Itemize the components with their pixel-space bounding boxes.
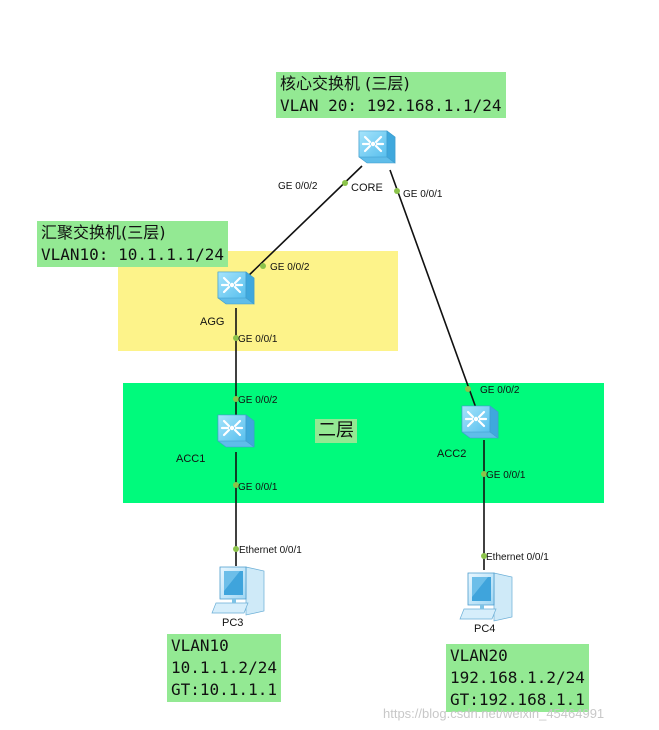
port-label: GE 0/0/2 — [480, 385, 520, 396]
device-label-acc1: ACC1 — [176, 453, 205, 465]
agg-note: 汇聚交换机(三层) VLAN10: 10.1.1.1/24 — [37, 221, 229, 267]
core-switch-icon[interactable] — [357, 129, 397, 165]
pc4-note-line: GT:192.168.1.1 — [450, 690, 585, 709]
agg-note-line: VLAN10: 10.1.1.1/24 — [41, 245, 225, 264]
acc1-switch-icon[interactable] — [216, 413, 256, 449]
port-dot — [233, 546, 239, 552]
port-dot — [481, 471, 487, 477]
port-label: Ethernet 0/0/1 — [239, 545, 302, 556]
port-label: Ethernet 0/0/1 — [486, 552, 549, 563]
port-dot — [233, 335, 239, 341]
pc3-computer-icon[interactable] — [211, 566, 265, 616]
pc4-computer-icon[interactable] — [459, 572, 513, 622]
layer2-zone-label: 二层 — [315, 419, 357, 443]
port-label: GE 0/0/2 — [270, 262, 310, 273]
device-label-pc4: PC4 — [474, 623, 495, 635]
port-dot — [233, 482, 239, 488]
watermark: https://blog.csdn.net/weixin_45464991 — [383, 706, 605, 721]
pc3-note-line: GT:10.1.1.1 — [171, 680, 277, 699]
core-note-line: 核心交换机 (三层) — [280, 74, 410, 93]
port-label: GE 0/0/1 — [238, 482, 278, 493]
pc4-note-line: 192.168.1.2/24 — [450, 668, 585, 687]
port-label: GE 0/0/1 — [486, 470, 526, 481]
device-label-acc2: ACC2 — [437, 448, 466, 460]
core-note: 核心交换机 (三层) VLAN 20: 192.168.1.1/24 — [276, 72, 506, 118]
port-label: GE 0/0/2 — [278, 181, 318, 192]
port-label: GE 0/0/2 — [238, 395, 278, 406]
pc4-note-line: VLAN20 — [450, 646, 508, 665]
links — [235, 165, 485, 570]
port-dot — [260, 263, 266, 269]
agg-note-line: 汇聚交换机(三层) — [41, 223, 166, 242]
device-label-pc3: PC3 — [222, 617, 243, 629]
pc3-note-line: 10.1.1.2/24 — [171, 658, 277, 677]
port-dot — [465, 386, 471, 392]
core-note-line: VLAN 20: 192.168.1.1/24 — [280, 96, 502, 115]
pc3-note-line: VLAN10 — [171, 636, 229, 655]
port-dot — [481, 553, 487, 559]
device-label-core: CORE — [351, 182, 383, 194]
acc2-switch-icon[interactable] — [460, 404, 500, 440]
layer2-zone — [123, 383, 604, 503]
port-dot — [394, 188, 400, 194]
port-label: GE 0/0/1 — [403, 189, 443, 200]
link-core-agg — [244, 165, 363, 280]
port-dot — [233, 396, 239, 402]
device-label-agg: AGG — [200, 316, 224, 328]
port-dots — [233, 180, 487, 559]
port-dot — [342, 180, 348, 186]
link-core-acc2 — [389, 169, 477, 409]
port-label: GE 0/0/1 — [238, 334, 278, 345]
agg-switch-icon[interactable] — [216, 270, 256, 306]
aggregation-zone — [118, 251, 398, 351]
